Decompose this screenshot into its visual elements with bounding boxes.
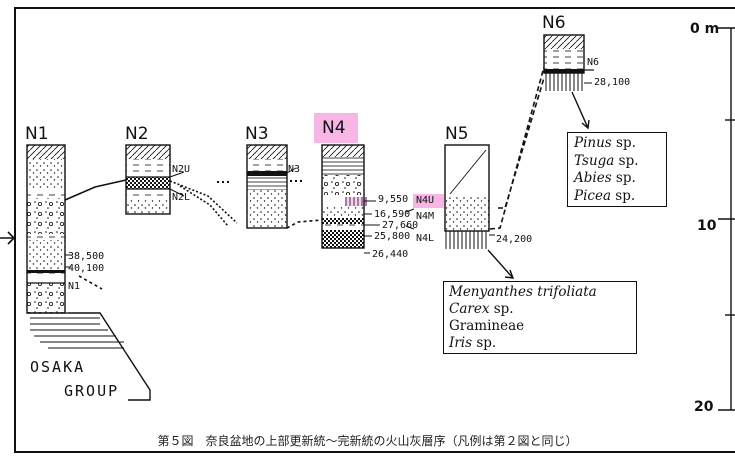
column-label-n2: N2 <box>125 124 149 144</box>
date-n4-b: 16,590 <box>374 209 411 220</box>
species-suffix: sp. <box>611 187 636 204</box>
figure-caption: 第５図 奈良盆地の上部更新統～完新統の火山灰層序（凡例は第２図と同じ） <box>157 434 578 448</box>
column-label-n5: N5 <box>445 124 469 144</box>
n4u-label-highlight <box>413 194 444 208</box>
correlation-n5-n6 <box>489 66 545 230</box>
correlation-n2-n3 <box>169 180 238 227</box>
column-label-n4: N4 <box>322 118 346 138</box>
species-line: Iris sp. <box>449 335 631 352</box>
species-name: Gramineae <box>449 318 525 334</box>
tephra-label-n4l: N4L <box>416 233 435 244</box>
species-line: Carex sp. <box>449 301 631 318</box>
species-name: Pinus <box>574 135 612 151</box>
tephra-label-n4u: N4U <box>416 195 435 206</box>
species-line: Pinus sp. <box>574 135 660 153</box>
date-n4-e: 26,440 <box>372 249 409 260</box>
column-n2 <box>125 144 185 215</box>
species-name: Iris <box>449 335 473 351</box>
n4-label-highlight <box>314 113 358 143</box>
column-n6 <box>543 34 594 130</box>
species-line: Menyanthes trifoliata <box>449 284 631 301</box>
species-name: Abies <box>574 170 612 186</box>
species-suffix: sp. <box>614 152 639 169</box>
column-n3 <box>217 144 305 229</box>
osaka-group-label-line2: GROUP <box>64 382 120 400</box>
species-line: Picea sp. <box>574 188 660 206</box>
species-suffix: sp. <box>611 170 636 186</box>
species-line: Gramineae <box>449 318 631 335</box>
scale-label-bottom: 20 <box>694 399 714 415</box>
tephra-label-n1: N1 <box>68 281 81 292</box>
tephra-label-n2u: N2U <box>172 164 191 175</box>
species-name: Menyanthes trifoliata <box>449 284 597 300</box>
species-suffix: sp. <box>489 301 514 317</box>
column-label-n1: N1 <box>25 124 49 144</box>
column-n1 <box>26 144 151 401</box>
scale-label-top: 0 m <box>690 21 720 37</box>
column-n5 <box>444 144 515 279</box>
species-name: Carex <box>449 301 490 317</box>
correlation-n3-n4 <box>286 219 323 229</box>
date-n5: 24,200 <box>496 234 533 245</box>
date-n4-d: 25,800 <box>374 231 411 242</box>
column-label-n3: N3 <box>245 124 269 144</box>
species-line: Tsuga sp. <box>574 153 660 171</box>
column-n4 <box>321 144 415 254</box>
depth-scale <box>718 27 735 411</box>
left-edge-arrow <box>0 231 16 245</box>
scale-label-mid: 10 <box>697 218 717 234</box>
date-n4-c: 27,660 <box>382 220 419 231</box>
species-suffix: sp. <box>472 335 497 351</box>
date-n1-a: 38,500 <box>68 251 105 262</box>
date-n4-a: 9,550 <box>378 194 409 205</box>
tephra-label-n4m: N4M <box>416 211 435 222</box>
species-name: Tsuga <box>574 152 615 169</box>
tephra-label-n6: N6 <box>587 57 600 68</box>
date-n6: 28,100 <box>594 77 631 88</box>
species-suffix: sp. <box>611 135 636 151</box>
species-box-upper: Pinus sp.Tsuga sp.Abies sp.Picea sp. <box>567 132 667 207</box>
column-label-n6: N6 <box>542 13 566 33</box>
osaka-group-label-line1: OSAKA <box>30 358 86 376</box>
date-n1-b: 40,100 <box>68 263 105 274</box>
correlation-n1-n2 <box>64 179 127 201</box>
species-name: Picea <box>574 187 611 204</box>
tephra-label-n2l: N2L <box>172 192 191 203</box>
figure-frame <box>14 7 735 453</box>
species-line: Abies sp. <box>574 170 660 188</box>
